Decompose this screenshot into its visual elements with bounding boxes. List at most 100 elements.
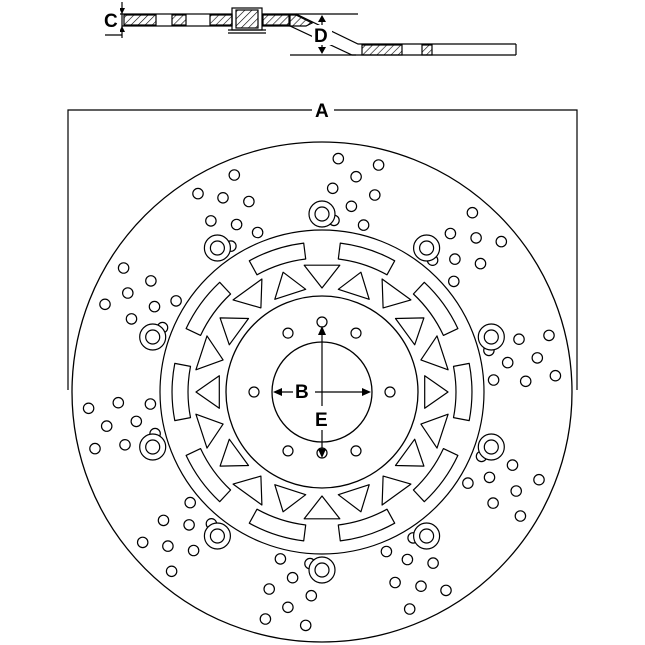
- carrier-window: [337, 484, 370, 513]
- drill-hole: [549, 369, 562, 382]
- dim-e-arrowhead: [318, 326, 326, 335]
- carrier-window: [303, 495, 341, 520]
- carrier-window: [394, 438, 425, 467]
- carrier-slot: [412, 281, 459, 336]
- carrier-slot: [248, 508, 307, 542]
- bobbin-hole: [145, 329, 161, 345]
- carrier-slot: [337, 508, 396, 542]
- bobbin-hole: [209, 240, 225, 256]
- drill-hole: [380, 545, 393, 558]
- drill-hole: [145, 275, 157, 287]
- drill-hole: [99, 298, 111, 311]
- drill-hole: [440, 584, 452, 597]
- dim-c-arrowhead: [119, 26, 125, 32]
- carrier-window: [420, 335, 449, 371]
- drill-hole: [495, 235, 508, 248]
- bobbin-hole: [209, 528, 225, 544]
- drill-hole: [401, 553, 414, 566]
- drill-hole: [144, 398, 157, 410]
- drill-hole: [170, 295, 182, 307]
- drill-holes: [82, 152, 562, 632]
- drill-hole: [462, 477, 474, 489]
- mount-bolt-hole: [282, 327, 294, 339]
- drill-hole: [217, 192, 229, 204]
- drill-hole: [533, 473, 545, 486]
- carrier-slot: [248, 242, 307, 276]
- section-hatch: [262, 14, 290, 26]
- drill-hole: [427, 557, 439, 569]
- carrier-window: [420, 413, 449, 449]
- drill-hole: [157, 514, 170, 527]
- carrier-window: [381, 475, 412, 506]
- carrier-window: [195, 375, 220, 409]
- drill-hole: [130, 415, 143, 428]
- drill-hole: [368, 189, 381, 201]
- drill-hole: [274, 553, 287, 565]
- bobbin-hole: [419, 528, 435, 544]
- carrier-slot: [185, 448, 232, 503]
- drill-hole: [117, 262, 130, 274]
- carrier-window: [232, 475, 263, 506]
- carrier-window: [337, 271, 370, 300]
- drill-hole: [183, 519, 195, 531]
- label-b: B: [295, 382, 309, 403]
- carrier-window: [424, 375, 449, 409]
- drill-hole: [470, 232, 482, 244]
- drill-hole: [230, 218, 243, 231]
- drill-hole: [184, 496, 196, 509]
- dim-d-arrowhead: [318, 47, 326, 54]
- drill-hole: [466, 206, 479, 219]
- dim-b-arrowhead: [273, 388, 282, 396]
- drill-hole: [519, 375, 532, 388]
- carrier-window: [195, 335, 224, 371]
- mount-bolt-hole: [316, 316, 328, 328]
- drill-hole: [187, 544, 200, 557]
- section-hatch: [209, 14, 233, 26]
- drill-hole: [251, 226, 264, 239]
- section-hatch: [123, 14, 157, 26]
- drill-hole: [403, 603, 416, 615]
- drill-hole: [100, 420, 113, 432]
- drill-hole: [228, 169, 241, 181]
- carrier-slot: [452, 362, 473, 422]
- bobbin-hole: [314, 206, 330, 222]
- drill-hole: [112, 396, 125, 409]
- carrier-slot: [185, 281, 232, 336]
- label-c: C: [104, 11, 118, 32]
- drill-hole: [165, 565, 178, 578]
- bobbin-hole: [145, 439, 161, 455]
- carrier-slot: [171, 362, 192, 422]
- carrier-window: [219, 317, 250, 346]
- drill-hole: [305, 589, 318, 602]
- drill-hole: [487, 374, 500, 386]
- drill-hole: [345, 200, 358, 213]
- label-a: A: [315, 101, 329, 122]
- drill-hole: [389, 576, 401, 589]
- disc-outer-edge: [71, 141, 573, 643]
- drill-hole: [415, 580, 427, 592]
- drill-hole: [444, 227, 457, 240]
- drill-hole: [119, 438, 131, 451]
- mount-bolt-hole: [350, 445, 362, 457]
- drill-hole: [487, 497, 499, 509]
- drill-hole: [326, 182, 339, 195]
- drill-hole: [357, 219, 370, 231]
- dim-e-arrowhead: [318, 449, 326, 458]
- dim-d-arrowhead: [318, 15, 326, 22]
- carrier-window: [394, 317, 425, 346]
- drill-hole: [286, 571, 299, 584]
- drill-hole: [299, 619, 312, 632]
- carrier-window: [219, 438, 250, 467]
- drill-hole: [82, 402, 95, 415]
- bobbin-hole: [483, 329, 499, 345]
- mount-bolt-hole: [350, 327, 362, 339]
- carrier-window: [381, 278, 412, 309]
- section-hatch: [171, 14, 187, 26]
- drill-hole: [513, 333, 525, 345]
- carrier-window: [274, 271, 307, 300]
- mount-bolt-hole: [384, 386, 396, 398]
- carrier-window: [274, 484, 307, 513]
- drill-hole: [122, 287, 134, 299]
- drill-hole: [531, 352, 544, 364]
